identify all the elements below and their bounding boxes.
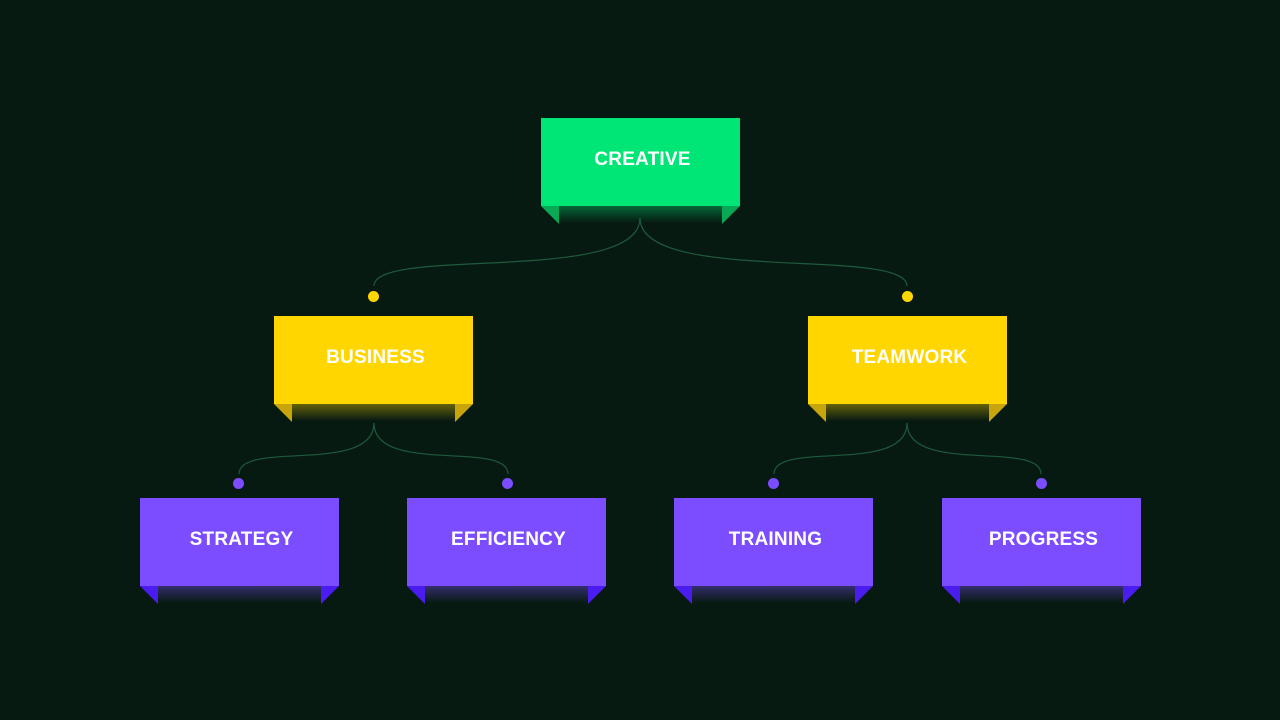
connector-dot-strategy (233, 478, 244, 489)
node-creative[interactable]: CREATIVE (541, 118, 740, 224)
ribbon-fold-right (455, 404, 473, 422)
connector-dot-teamwork (902, 291, 913, 302)
ribbon-fold-right (588, 586, 606, 604)
node-shadow (559, 206, 722, 223)
node-progress[interactable]: PROGRESS (942, 498, 1141, 604)
connector-business-efficiency (373, 422, 509, 475)
connector-dot-progress (1036, 478, 1047, 489)
connector-dot-training (768, 478, 779, 489)
node-efficiency-label: EFFICIENCY (451, 529, 566, 550)
node-business-label: BUSINESS (326, 347, 425, 368)
node-creative-label: CREATIVE (594, 149, 691, 170)
node-progress-face: PROGRESS (942, 498, 1141, 586)
ribbon-fold-right (1123, 586, 1141, 604)
node-strategy-face: STRATEGY (140, 498, 339, 586)
node-business[interactable]: BUSINESS (274, 316, 473, 422)
ribbon-fold-left (140, 586, 158, 604)
ribbon-fold-right (989, 404, 1007, 422)
node-shadow (425, 586, 588, 603)
connector-creative-teamwork (639, 217, 908, 287)
node-business-face: BUSINESS (274, 316, 473, 404)
node-training-label: TRAINING (728, 529, 823, 550)
node-efficiency-face: EFFICIENCY (407, 498, 606, 586)
connector-teamwork-training (773, 422, 908, 475)
connector-dot-business (368, 291, 379, 302)
node-training[interactable]: TRAINING (674, 498, 873, 604)
connector-dot-efficiency (502, 478, 513, 489)
ribbon-fold-left (541, 206, 559, 224)
connector-teamwork-progress (906, 422, 1042, 475)
node-teamwork[interactable]: TEAMWORK (808, 316, 1007, 422)
node-teamwork-label: TEAMWORK (851, 347, 968, 368)
node-teamwork-face: TEAMWORK (808, 316, 1007, 404)
node-shadow (960, 586, 1123, 603)
node-creative-face: CREATIVE (541, 118, 740, 206)
node-shadow (826, 404, 989, 421)
ribbon-fold-left (274, 404, 292, 422)
ribbon-fold-right (855, 586, 873, 604)
connector-creative-business (373, 217, 641, 287)
node-efficiency[interactable]: EFFICIENCY (407, 498, 606, 604)
ribbon-fold-right (321, 586, 339, 604)
ribbon-fold-left (942, 586, 960, 604)
node-strategy[interactable]: STRATEGY (140, 498, 339, 604)
ribbon-fold-right (722, 206, 740, 224)
node-shadow (692, 586, 855, 603)
node-training-face: TRAINING (674, 498, 873, 586)
node-shadow (292, 404, 455, 421)
node-strategy-label: STRATEGY (189, 529, 294, 550)
node-progress-label: PROGRESS (988, 529, 1099, 550)
connector-business-strategy (238, 422, 375, 475)
ribbon-fold-left (407, 586, 425, 604)
ribbon-fold-left (808, 404, 826, 422)
ribbon-fold-left (674, 586, 692, 604)
node-shadow (158, 586, 321, 603)
